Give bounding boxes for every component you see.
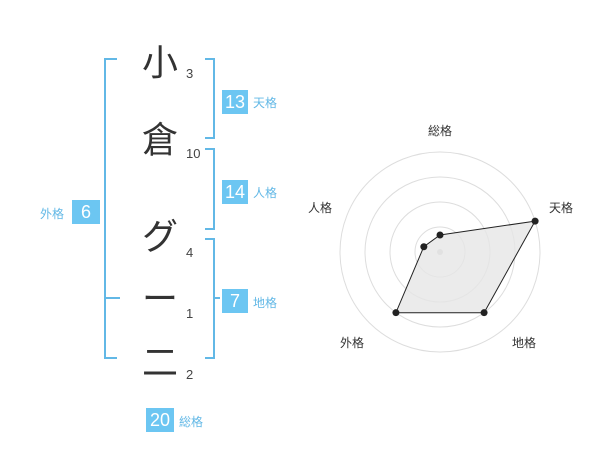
radar-ring [339,151,541,353]
radar-axis-label-jinkaku: 人格 [308,201,333,215]
radar-point-4 [420,243,428,251]
stroke-count-1: 3 [186,66,194,81]
stroke-count-4: 1 [186,306,194,321]
chikaku-label: 地格 [253,296,278,310]
stroke-count-2: 10 [186,146,201,161]
name-char-4: ー [141,279,178,320]
name-char-2: 倉 [141,120,178,161]
gaikaku-label: 外格 [40,207,65,221]
radar-axis-label-tenkaku: 天格 [549,201,574,215]
tenkaku-value: 13 [222,90,248,114]
radar-axis-label-gaikaku: 外格 [340,336,365,350]
gaikaku-value: 6 [72,200,100,224]
stroke-count-3: 4 [186,245,194,260]
radar-axis-label-soukaku: 総格 [428,124,453,138]
radar-point-1 [531,217,539,225]
radar-point-0 [436,231,444,239]
jinkaku-bracket [205,148,215,230]
radar-axis-label-chikaku: 地格 [512,336,537,350]
tenkaku-bracket [205,58,215,139]
jinkaku-label: 人格 [253,186,278,200]
jinkaku-value: 14 [222,180,248,204]
name-char-1: 小 [141,43,178,84]
chikaku-value: 7 [222,289,248,313]
gaikaku-bracket [104,58,117,359]
tenkaku-label: 天格 [253,96,278,110]
stroke-count-5: 2 [186,367,194,382]
soukaku-label: 総格 [179,415,204,429]
radar-point-2 [480,309,488,317]
name-char-3: グ [141,217,178,258]
soukaku-value: 20 [146,408,174,432]
radar-point-3 [392,309,400,317]
radar-polygon [395,220,537,314]
name-char-5: 二 [141,343,178,384]
